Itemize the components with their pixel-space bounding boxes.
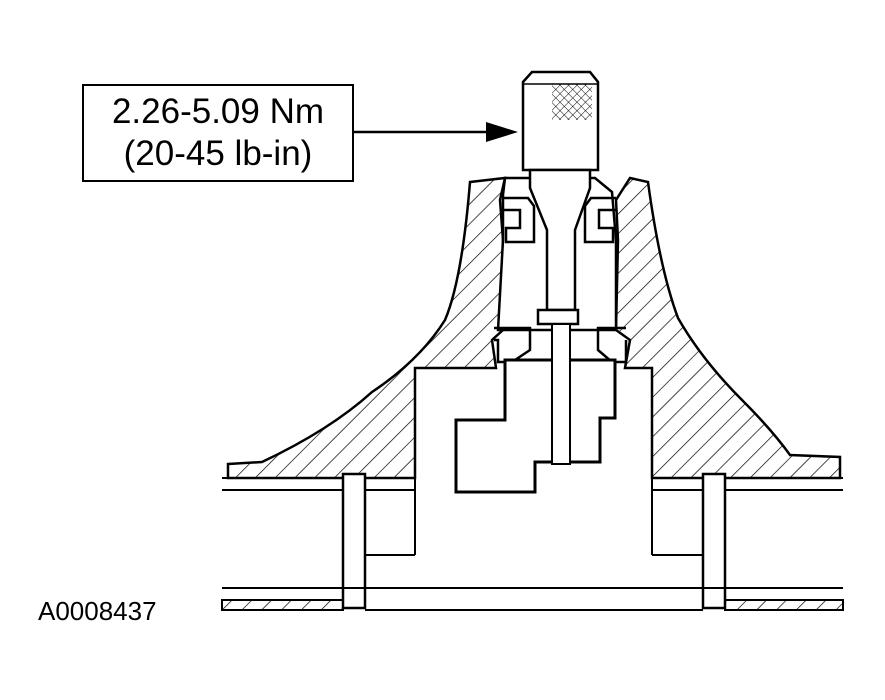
sensor-collar	[536, 308, 580, 326]
torque-nm-label: 2.26-5.09 Nm	[111, 92, 325, 131]
sensor-lower-body	[454, 358, 617, 494]
callout-arrow	[354, 122, 518, 142]
figure-id: A0008437	[38, 596, 157, 626]
upper-seal	[503, 196, 616, 244]
sensor-cap	[521, 70, 600, 172]
bolts	[341, 472, 727, 610]
housing-casting-right	[614, 176, 842, 480]
sensor-pin	[551, 323, 571, 465]
base-plate	[222, 368, 843, 556]
bottom-plate-right	[724, 599, 844, 611]
torque-lbin-label: (20-45 lb-in)	[123, 134, 313, 173]
bottom-plate-left	[221, 599, 344, 611]
torque-callout: 2.26-5.09 Nm (20-45 lb-in)	[82, 84, 354, 182]
